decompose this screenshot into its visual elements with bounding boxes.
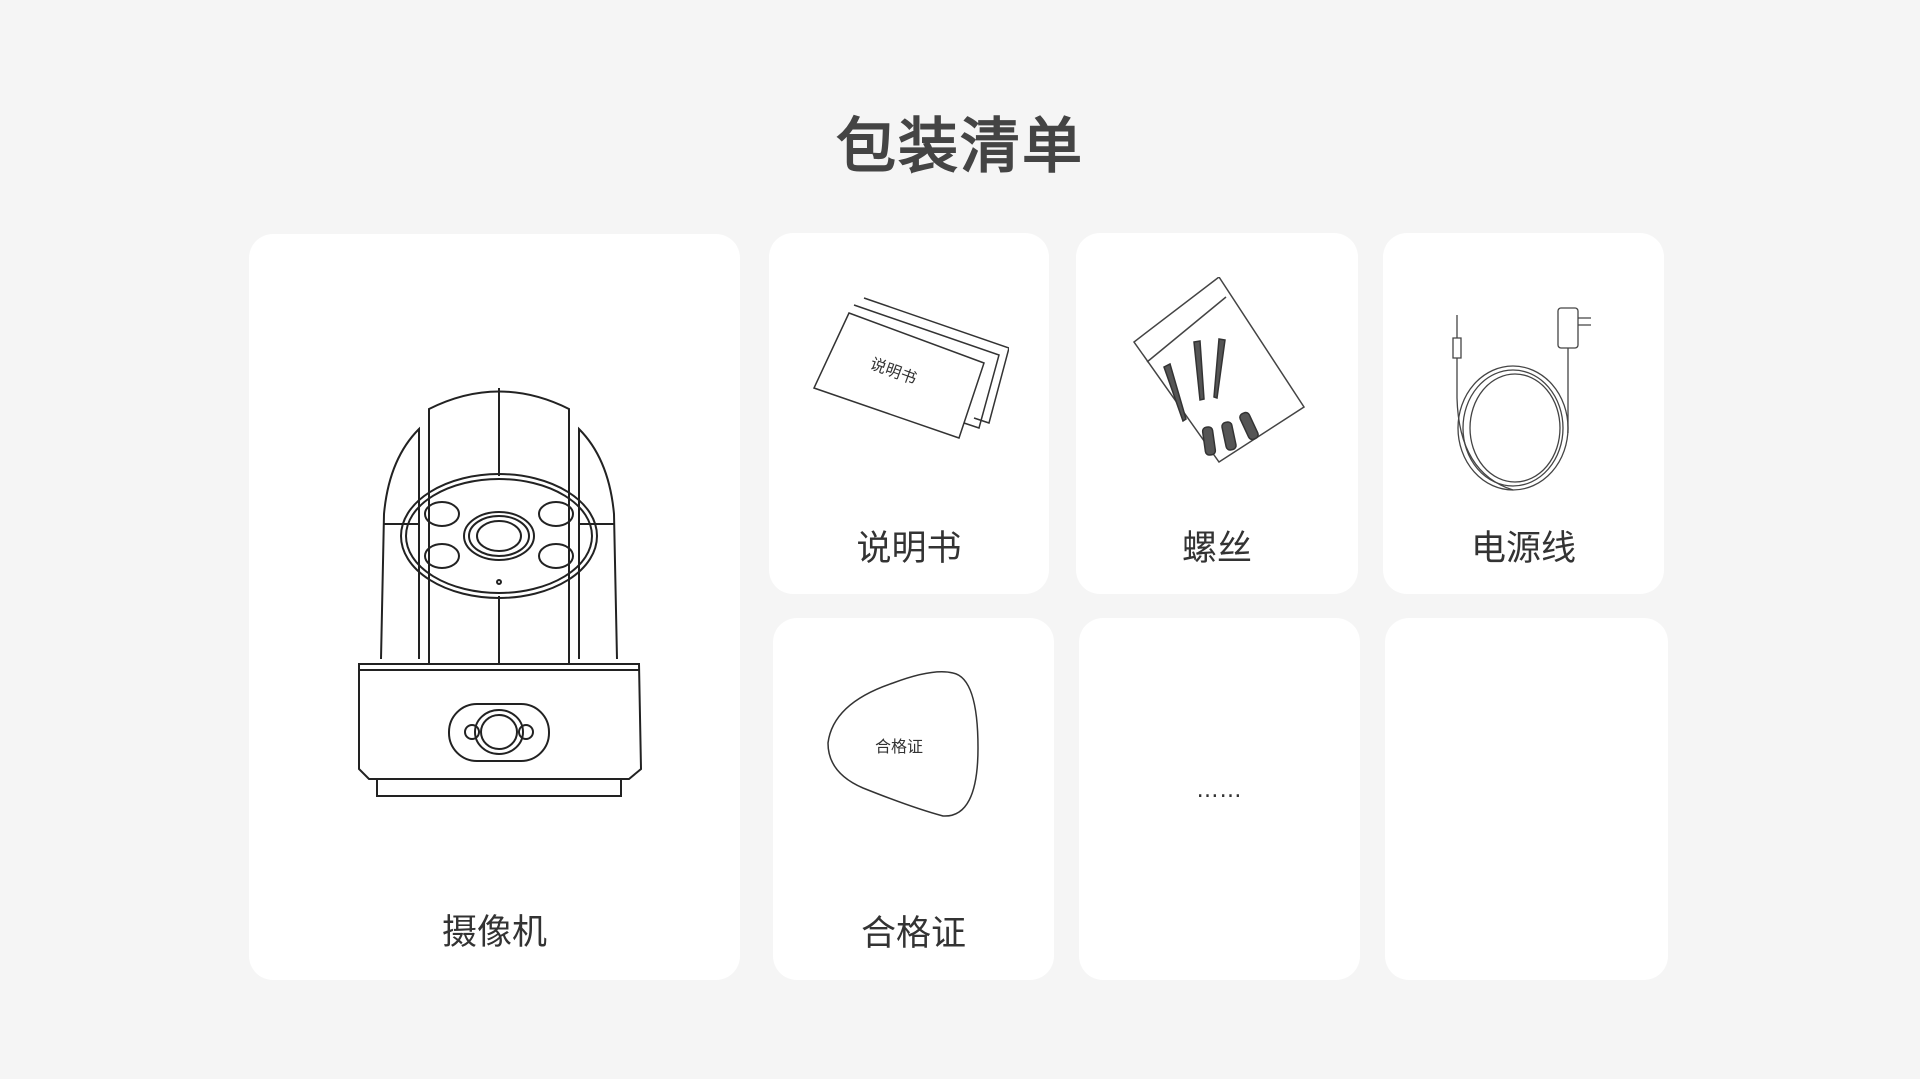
page-title: 包装清单 bbox=[836, 112, 1084, 182]
item-label: 电源线 bbox=[1470, 529, 1576, 569]
item-card-empty bbox=[1385, 618, 1668, 980]
manual-icon: 说明书 bbox=[812, 297, 1009, 439]
svg-text:合格证: 合格证 bbox=[875, 737, 923, 756]
camera-icon bbox=[358, 388, 643, 797]
item-card-screws: 螺丝 bbox=[1076, 233, 1358, 594]
item-label: 摄像机 bbox=[441, 913, 547, 953]
certificate-icon: 合格证 bbox=[827, 671, 979, 817]
item-card-certificate: 合格证 合格证 bbox=[773, 618, 1054, 980]
item-card-camera: 摄像机 bbox=[249, 234, 740, 980]
more-placeholder: …… bbox=[1196, 778, 1243, 803]
item-card-more: …… bbox=[1079, 618, 1360, 980]
power-cable-icon bbox=[1452, 307, 1591, 491]
item-label: 螺丝 bbox=[1181, 529, 1252, 569]
item-label: 合格证 bbox=[860, 914, 966, 954]
svg-text:说明书: 说明书 bbox=[868, 354, 920, 388]
item-card-manual: 说明书 说明书 bbox=[769, 233, 1049, 594]
item-card-power-cable: 电源线 bbox=[1383, 233, 1664, 594]
screws-bag-icon bbox=[1132, 277, 1306, 464]
item-label: 说明书 bbox=[856, 529, 962, 569]
